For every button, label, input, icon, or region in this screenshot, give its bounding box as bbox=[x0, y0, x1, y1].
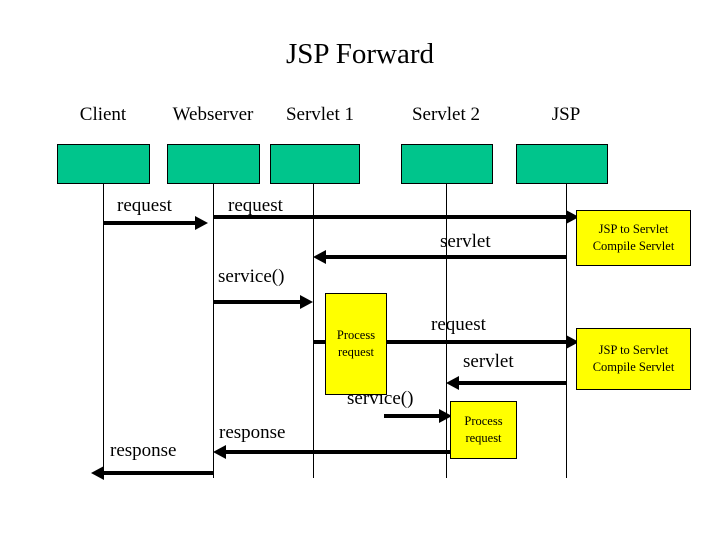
note-line-2: request bbox=[337, 345, 375, 359]
arrowhead-left-icon bbox=[446, 376, 459, 390]
note-process-request-servlet-1[interactable]: Process request bbox=[325, 293, 387, 395]
participant-box-client[interactable] bbox=[57, 144, 150, 184]
participant-label-jsp: JSP bbox=[551, 104, 581, 125]
message-label-request-servlet1-jsp: request bbox=[431, 314, 486, 335]
arrowhead-left-icon bbox=[91, 466, 104, 480]
message-arrow-service-servlet1-servlet2 bbox=[384, 409, 452, 423]
message-arrow-servlet-jsp-servlet1 bbox=[313, 250, 567, 264]
note-jsp-to-servlet-compile-2[interactable]: JSP to Servlet Compile Servlet bbox=[576, 328, 691, 390]
message-label-request-client-webserver: request bbox=[117, 195, 172, 216]
note-process-request-servlet-2[interactable]: Process request bbox=[450, 401, 517, 459]
participant-label-client: Client bbox=[79, 104, 127, 125]
message-arrow-request-webserver-jsp bbox=[213, 210, 579, 224]
arrowhead-left-icon bbox=[313, 250, 326, 264]
note-line-2: Compile Servlet bbox=[592, 239, 675, 253]
participant-label-servlet-2: Servlet 2 bbox=[411, 104, 481, 125]
lifeline-webserver bbox=[213, 184, 215, 478]
lifeline-servlet-2 bbox=[446, 184, 448, 478]
participant-box-webserver[interactable] bbox=[167, 144, 260, 184]
message-label-response-webserver-client: response bbox=[110, 440, 177, 461]
note-line-2: request bbox=[465, 431, 502, 445]
note-line-1: JSP to Servlet bbox=[598, 222, 669, 237]
message-arrow-service-webserver-servlet1 bbox=[213, 295, 313, 309]
participant-label-webserver: Webserver bbox=[172, 104, 254, 125]
message-label-response-servlet1-webserver: response bbox=[219, 422, 286, 443]
arrowhead-right-icon bbox=[300, 295, 313, 309]
arrowhead-left-icon bbox=[213, 445, 226, 459]
message-arrow-request-servlet1-jsp bbox=[313, 335, 579, 349]
arrowhead-right-icon bbox=[439, 409, 452, 423]
note-jsp-to-servlet-compile-1[interactable]: JSP to Servlet Compile Servlet bbox=[576, 210, 691, 266]
lifeline-jsp bbox=[566, 184, 568, 478]
arrowhead-right-icon bbox=[566, 335, 579, 349]
arrowhead-right-icon bbox=[195, 216, 208, 230]
message-arrow-request-client-webserver bbox=[103, 216, 208, 230]
note-line-1: Process bbox=[464, 414, 503, 429]
note-line-2: Compile Servlet bbox=[592, 360, 675, 374]
message-arrow-servlet-jsp-servlet2 bbox=[446, 376, 567, 390]
participant-box-jsp[interactable] bbox=[516, 144, 608, 184]
note-line-1: JSP to Servlet bbox=[598, 343, 669, 358]
participant-box-servlet-2[interactable] bbox=[401, 144, 493, 184]
participant-box-servlet-1[interactable] bbox=[270, 144, 360, 184]
message-label-servlet-jsp-servlet1: servlet bbox=[440, 231, 491, 252]
arrowhead-right-icon bbox=[566, 210, 579, 224]
lifeline-servlet-1 bbox=[313, 184, 315, 478]
message-label-servlet-jsp-servlet2: servlet bbox=[463, 351, 514, 372]
message-arrow-response-servlet1-webserver bbox=[213, 445, 451, 459]
message-label-request-webserver-jsp: request bbox=[228, 195, 283, 216]
page-title: JSP Forward bbox=[286, 38, 434, 70]
message-label-service-webserver-servlet1: service() bbox=[218, 266, 285, 287]
message-arrow-response-webserver-client bbox=[91, 466, 213, 480]
note-line-1: Process bbox=[336, 328, 376, 343]
participant-label-servlet-1: Servlet 1 bbox=[285, 104, 355, 125]
lifeline-client bbox=[103, 184, 105, 478]
